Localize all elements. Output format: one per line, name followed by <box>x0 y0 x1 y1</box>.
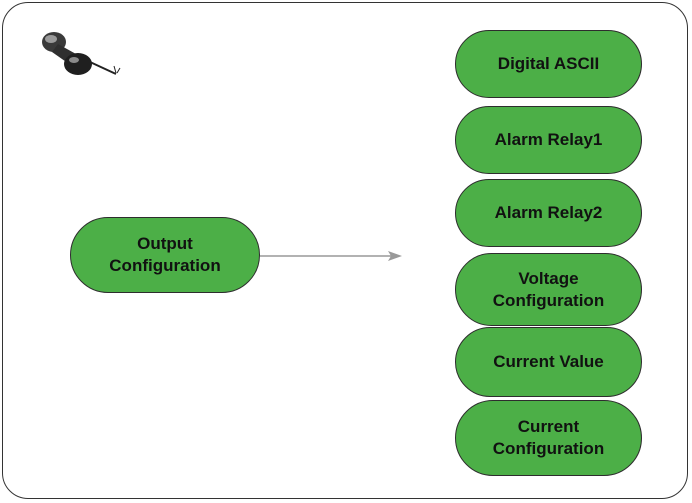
node-label-line1: Alarm Relay1 <box>494 130 603 149</box>
diagram-frame <box>2 2 688 499</box>
pushpin-icon <box>42 32 121 75</box>
node-label-line2: Configuration <box>492 290 605 310</box>
right-arrow-icon <box>260 251 402 261</box>
node-label-line2: Configuration <box>492 439 605 458</box>
node-label-line2: Configuration <box>109 256 221 275</box>
current-value-node: Current Value <box>455 327 642 397</box>
current-configuration-node: Current Configuration <box>455 400 642 476</box>
node-label-line1: Alarm Relay2 <box>494 203 603 222</box>
output-configuration-node: Output Configuration <box>70 217 260 293</box>
alarm-relay2-node: Alarm Relay2 <box>455 179 642 247</box>
voltage-configuration-node: Voltage Configuration <box>455 253 642 326</box>
node-label-line1: Current <box>517 417 580 436</box>
digital-ascii-node: Digital ASCII <box>455 30 642 98</box>
node-label-line1: Current Value <box>493 352 604 371</box>
node-label-line1: Output <box>137 234 193 253</box>
alarm-relay1-node: Alarm Relay1 <box>455 106 642 174</box>
node-label-line1: Digital ASCII <box>497 54 600 73</box>
node-label-line1: Voltage <box>518 268 579 288</box>
